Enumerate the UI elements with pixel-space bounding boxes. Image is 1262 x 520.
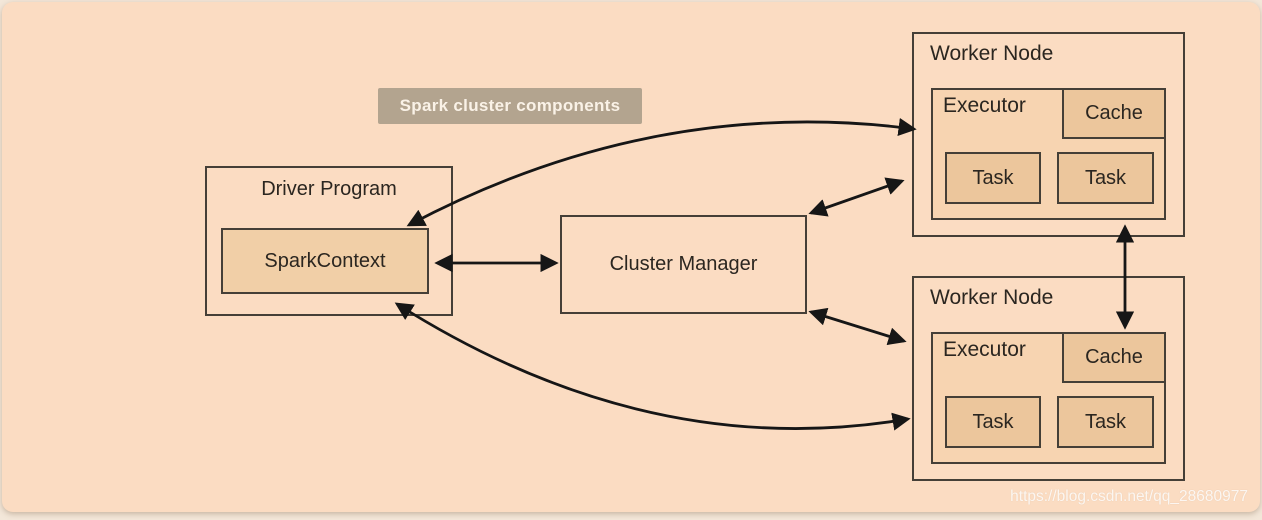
cache-label: Cache [1085, 102, 1143, 124]
spark-context-label: SparkContext [264, 249, 386, 272]
task-label: Task [972, 410, 1014, 433]
spark-context-box: SparkContext [221, 228, 429, 294]
cache-box: Cache [1062, 332, 1166, 383]
worker-node-bottom-box: Worker Node Executor Cache Task Task [912, 276, 1185, 481]
executor-box: Executor Cache Task Task [931, 88, 1166, 220]
worker-node-top-box: Worker Node Executor Cache Task Task [912, 32, 1185, 237]
task-label: Task [972, 166, 1014, 189]
executor-label: Executor [943, 94, 1026, 117]
watermark: https://blog.csdn.net/qq_28680977 [1010, 488, 1248, 505]
diagram-canvas: Spark cluster components Driver Program … [2, 2, 1260, 512]
driver-program-title: Driver Program [261, 178, 397, 200]
cache-label: Cache [1085, 346, 1143, 368]
task-label: Task [1084, 166, 1127, 189]
task-box: Task [945, 396, 1041, 448]
executor-label: Executor [943, 338, 1026, 361]
caption-chip: Spark cluster components [378, 88, 642, 124]
worker-node-title: Worker Node [930, 42, 1054, 65]
caption-label: Spark cluster components [399, 96, 621, 115]
task-box: Task [1057, 152, 1154, 204]
worker-node-title: Worker Node [930, 286, 1054, 309]
driver-program-box: Driver Program SparkContext [205, 166, 453, 316]
cluster-manager-label: Cluster Manager [609, 253, 758, 275]
task-box: Task [945, 152, 1041, 204]
task-label: Task [1084, 410, 1127, 433]
executor-box: Executor Cache Task Task [931, 332, 1166, 464]
cluster-manager-box: Cluster Manager [560, 215, 807, 314]
cache-box: Cache [1062, 88, 1166, 139]
task-box: Task [1057, 396, 1154, 448]
